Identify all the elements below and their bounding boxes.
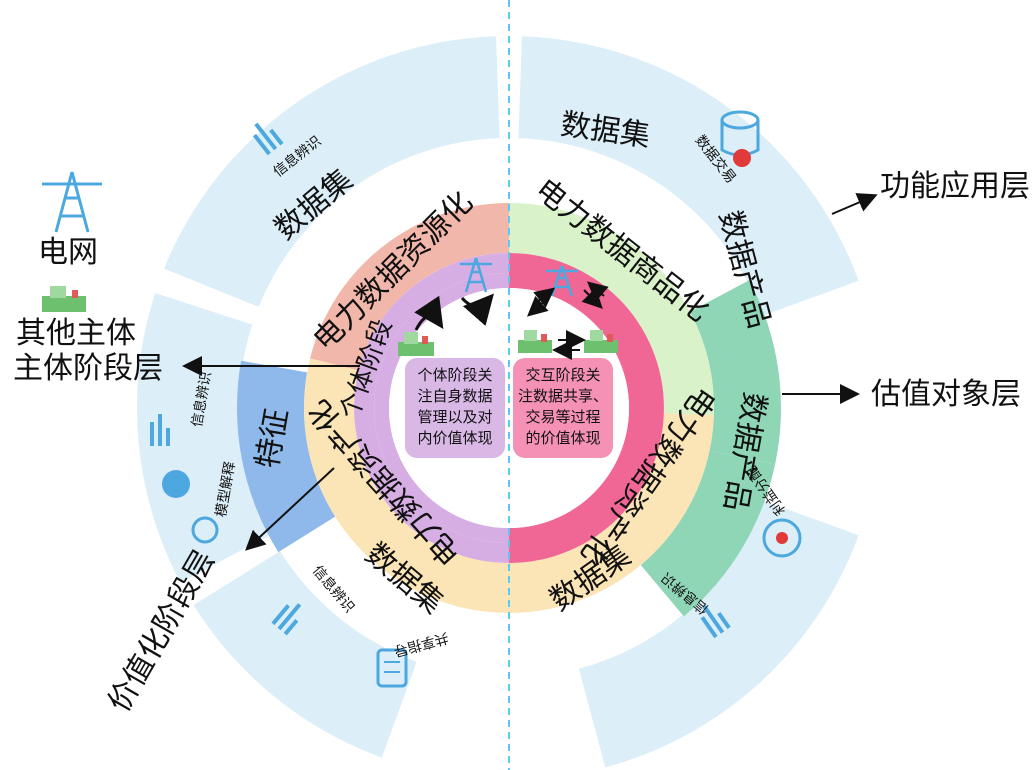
plant-icon	[398, 332, 434, 356]
brain-icon	[162, 470, 219, 544]
outer-sector-tl	[164, 36, 500, 307]
bars-icon-bl	[271, 603, 302, 636]
center-right-box	[513, 358, 613, 458]
center-right-text: 交互阶段关 注数据共享、 交易等过程 的价值体现	[518, 366, 608, 447]
function-label: 功能应用层	[880, 169, 1030, 204]
bars-icon-br	[700, 605, 731, 639]
center-right-line-3: 交易等过程	[525, 408, 600, 426]
feature-sector	[237, 360, 336, 553]
center-left-line-3: 管理以及对	[417, 408, 492, 426]
stage-label: 主体阶段层	[13, 351, 163, 386]
product-sector-r2	[640, 450, 776, 617]
database-money-icon	[720, 110, 760, 167]
commodification-sector	[509, 203, 714, 416]
tower-icon	[460, 257, 492, 293]
center-right-line-4: 的价值体现	[525, 429, 600, 447]
assetization-sector-l	[304, 358, 509, 613]
tower-icon-right	[546, 265, 578, 297]
layer-rings	[237, 203, 781, 617]
bars-icon	[252, 122, 284, 156]
interaction-stage-ring	[509, 253, 664, 563]
center-right-line-1: 交互阶段关	[525, 366, 600, 384]
center-left-box	[405, 358, 505, 458]
outer-sector-bl	[193, 551, 417, 758]
other-label: 其他主体	[16, 316, 136, 351]
center-left-text: 个体阶段关 注自身数据 管理以及对 内价值体现	[417, 366, 492, 447]
grid-tower-icon	[42, 171, 102, 233]
other-entity-icon	[42, 286, 86, 312]
product-sector-r1	[690, 280, 781, 465]
function-layer-band	[136, 36, 859, 768]
valuation-label: 估值对象层	[871, 377, 1021, 412]
value-label: 价值化阶段层	[102, 545, 222, 718]
center-left-line-1: 个体阶段关	[417, 366, 492, 384]
grid-label: 电网	[38, 235, 98, 270]
bars-icon-l	[150, 414, 170, 446]
center-right-line-2: 注数据共享、	[518, 387, 608, 405]
exchange-arrows-icon	[527, 281, 609, 360]
individual-stage-ring	[354, 253, 509, 563]
plant-icon-right-2	[584, 330, 618, 353]
value-arrow	[245, 467, 335, 551]
cycle-arrow-icon	[460, 293, 494, 326]
outer-sector-br	[578, 500, 859, 768]
assetization-sector-r	[509, 413, 714, 613]
resourcing-sector	[310, 203, 509, 371]
center-left-line-4: 内价值体现	[417, 429, 492, 447]
cycle-arrow-icon-2	[414, 295, 444, 331]
function-arrow	[831, 193, 878, 215]
shared-guide-text: 共享指导	[392, 629, 450, 660]
document-icon	[376, 648, 408, 688]
center-left-line-2: 注自身数据	[417, 387, 492, 405]
outer-sector-tr	[518, 36, 859, 316]
plant-icon-right-1	[518, 330, 552, 353]
money-icon	[762, 518, 802, 558]
